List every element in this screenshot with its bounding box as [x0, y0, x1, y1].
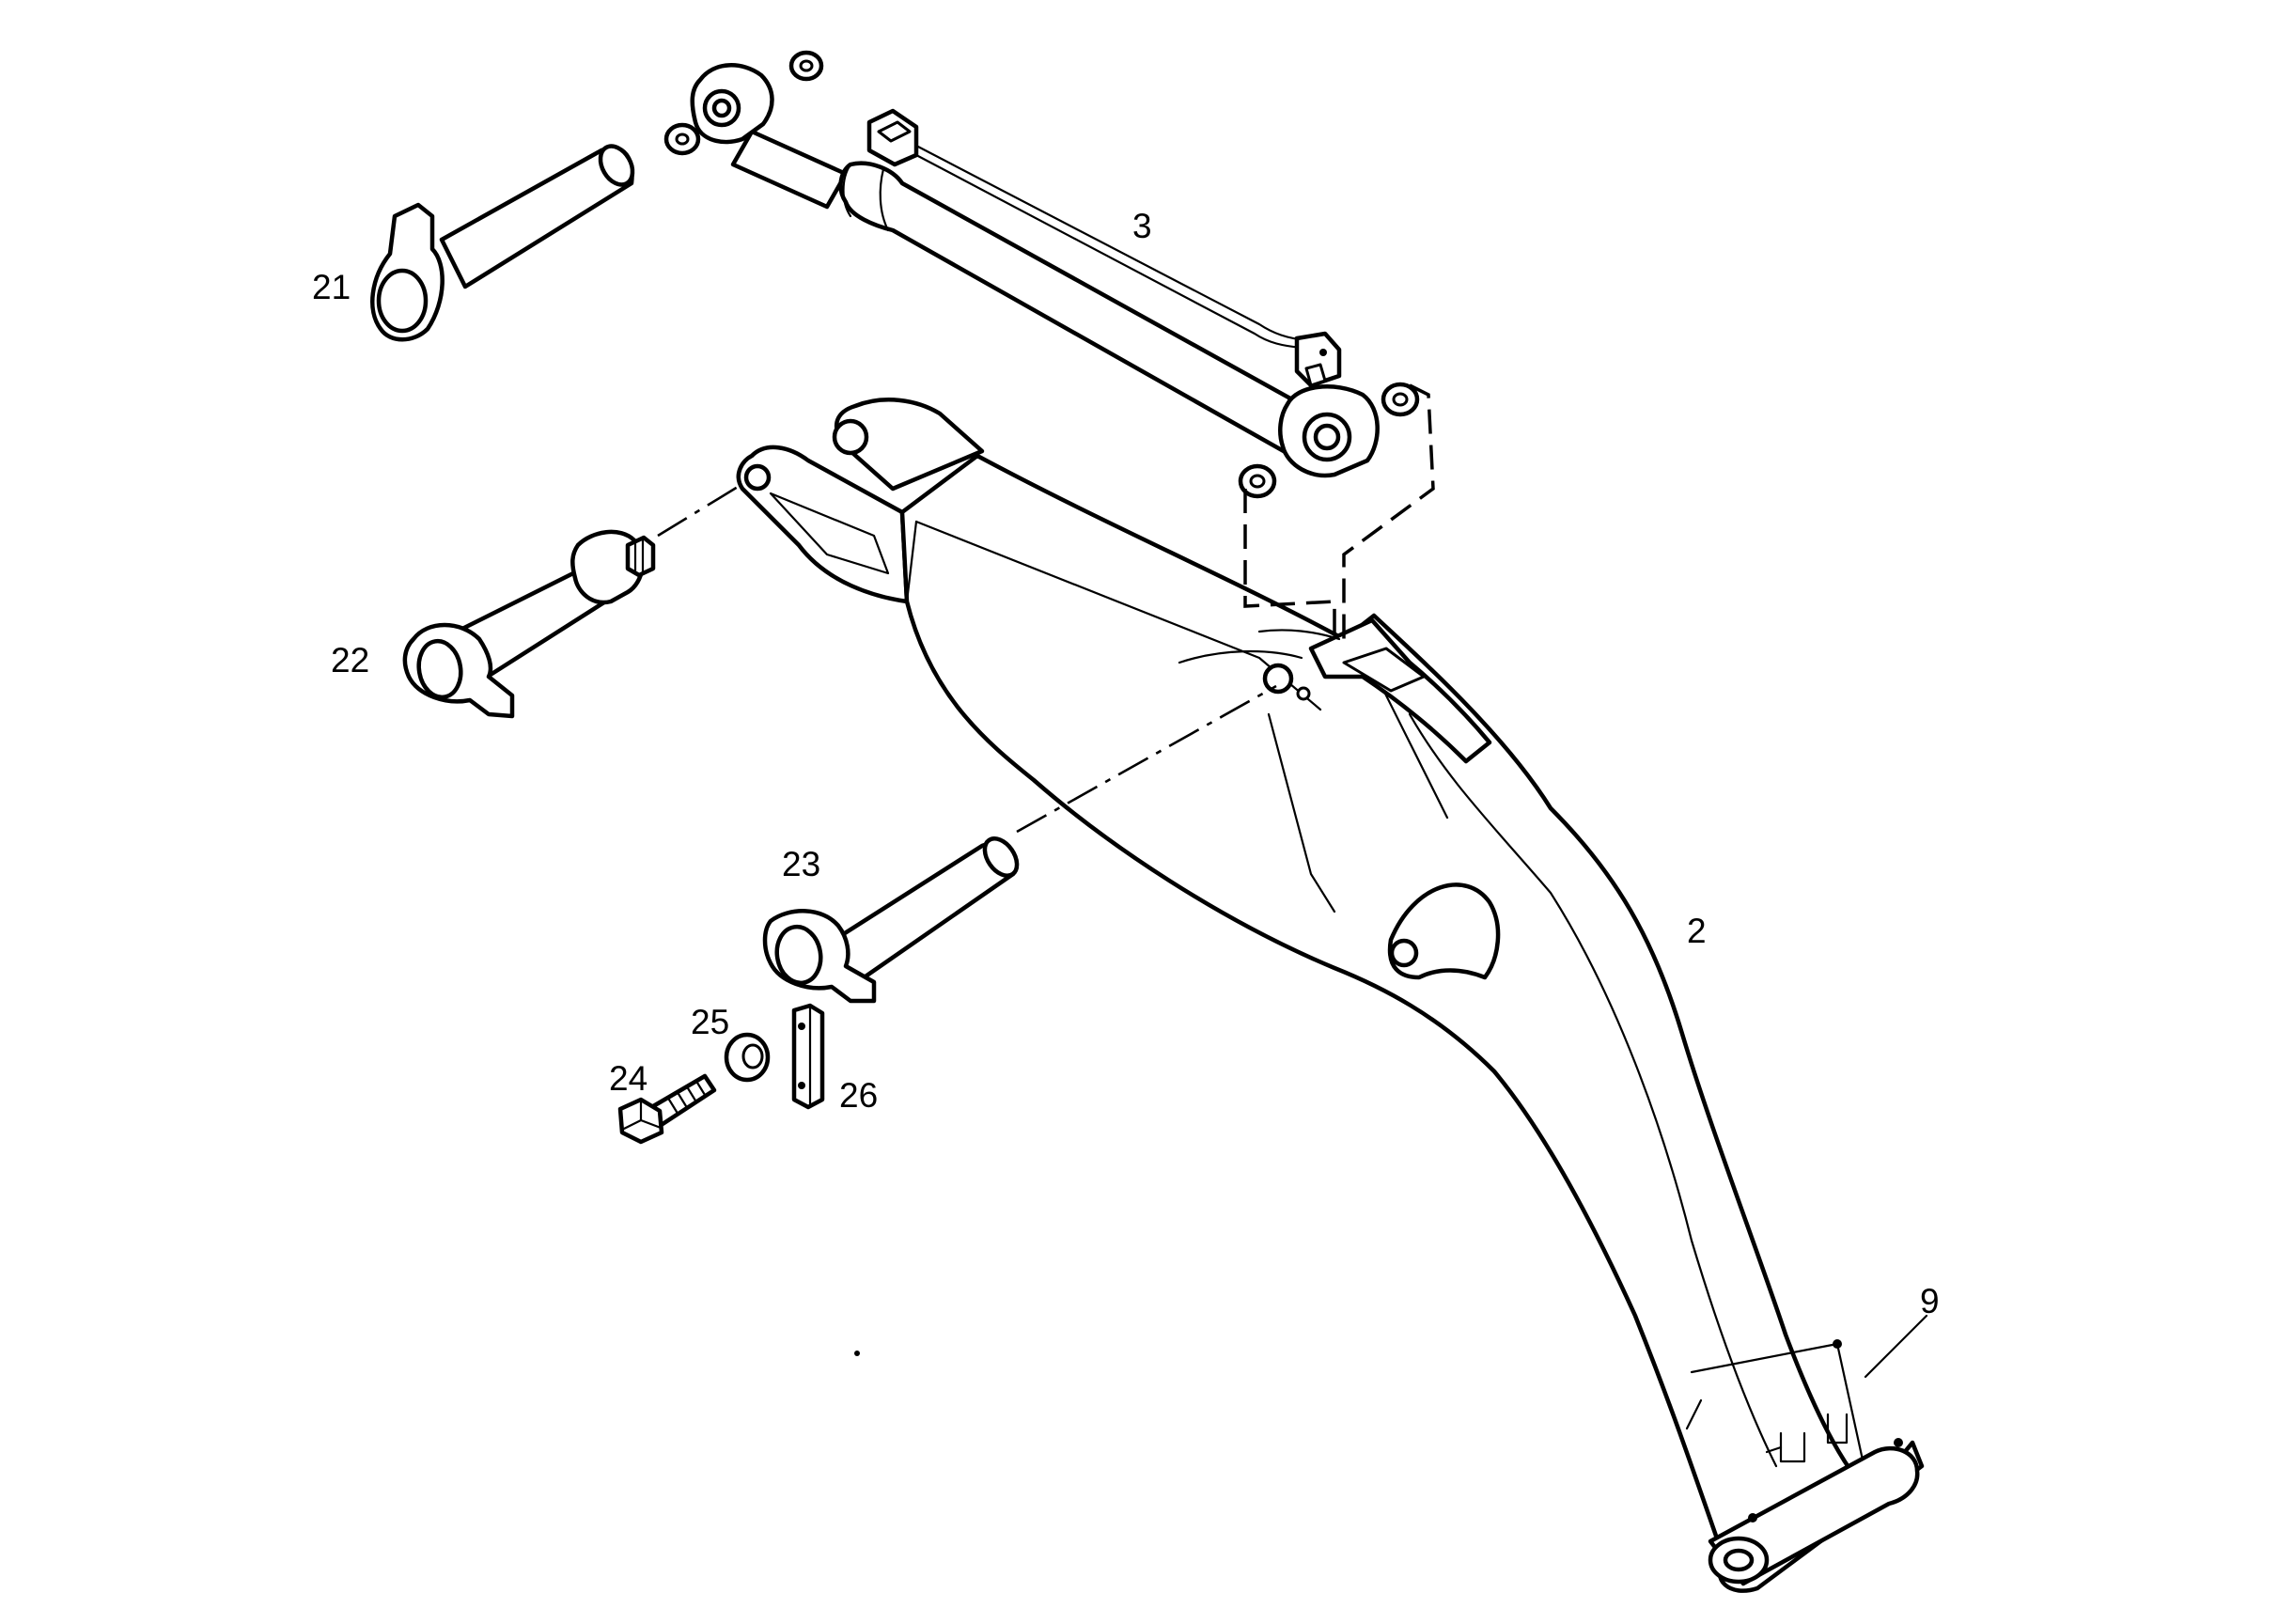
cylinder-washers	[663, 50, 1420, 499]
boom-arm	[736, 398, 1925, 1593]
pin-22	[402, 529, 656, 719]
boom-body	[899, 453, 1925, 1593]
label-25: 25	[691, 1003, 729, 1041]
pin-23-shaft	[824, 840, 1017, 990]
leader-9	[1864, 1314, 1928, 1379]
washer-25	[724, 1032, 771, 1083]
label-3: 3	[1132, 207, 1152, 245]
plate-26	[791, 1003, 825, 1110]
boom-ear-upper-hole	[832, 418, 869, 456]
boom-ear-lower-hole	[743, 463, 772, 492]
bolt-24	[617, 1073, 717, 1145]
assembly-line-pin-23	[1016, 684, 1277, 834]
boom-ear-upper	[834, 398, 985, 492]
pin-21	[370, 144, 635, 342]
pin-23	[762, 836, 1020, 1004]
label-22: 22	[331, 641, 369, 679]
cylinder-rod	[730, 129, 849, 210]
assembly-line-pin-22	[657, 482, 743, 538]
label-21: 21	[312, 268, 351, 306]
boom-pivot-hole	[1262, 663, 1294, 695]
label-2: 2	[1687, 912, 1707, 950]
boom-cylinder-saddle	[1308, 617, 1492, 764]
label-26: 26	[839, 1076, 878, 1115]
pin-22-collar	[570, 529, 646, 605]
boom-ear-lower	[736, 445, 910, 604]
label-23: 23	[782, 845, 820, 883]
label-24: 24	[609, 1059, 648, 1098]
hydraulic-cylinder	[690, 63, 1380, 478]
label-9: 9	[1920, 1282, 1940, 1320]
assembly-line-cylinder-base	[1342, 383, 1435, 644]
